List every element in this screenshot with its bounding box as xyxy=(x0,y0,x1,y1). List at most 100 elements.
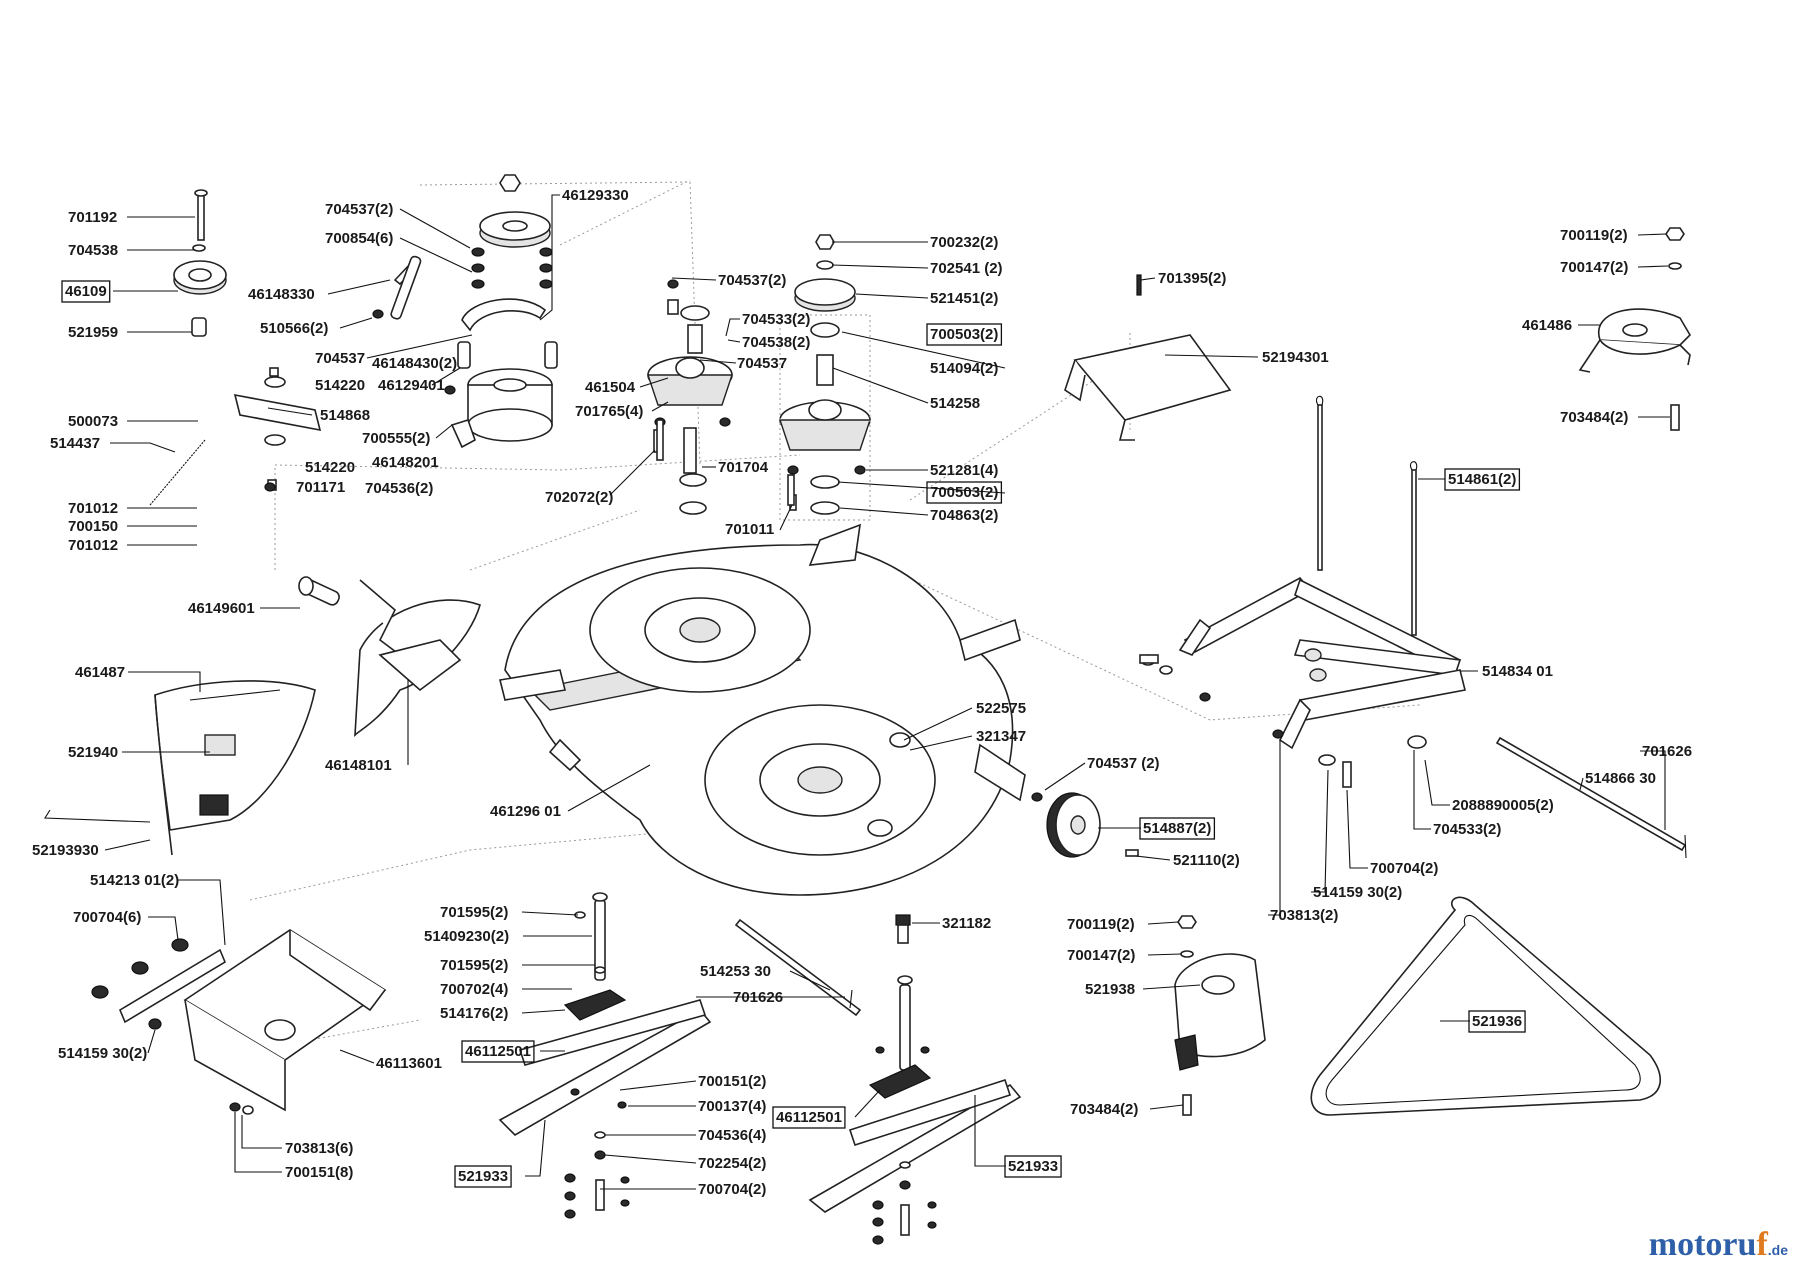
part-label: 522575 xyxy=(976,700,1026,717)
part-label: 514437 xyxy=(50,435,100,452)
part-label: 701192 xyxy=(68,209,117,226)
part-label: 700151(8) xyxy=(285,1164,353,1181)
part-label: 704533(2) xyxy=(742,311,810,328)
part-label: 321182 xyxy=(942,915,991,932)
part-label: 704863(2) xyxy=(930,507,998,524)
part-number-labels: 701192 704538 46109 521959 500073 514437… xyxy=(32,187,1692,1198)
part-label: 46109 xyxy=(65,283,107,300)
part-label: 700147(2) xyxy=(1067,947,1135,964)
part-label: 46112501 xyxy=(776,1109,842,1126)
part-label: 700702(4) xyxy=(440,981,508,998)
label-box xyxy=(461,1040,535,1063)
part-label: 701626 xyxy=(1642,743,1692,760)
part-label: 700147(2) xyxy=(1560,259,1628,276)
label-box xyxy=(454,1165,512,1188)
part-label: 704537(2) xyxy=(325,201,393,218)
bracket-46113601 xyxy=(91,929,387,1115)
part-label: 46129401 xyxy=(378,377,445,394)
part-label: 510566(2) xyxy=(260,320,328,337)
part-label: 700704(6) xyxy=(73,909,141,926)
part-label: 461296 01 xyxy=(490,803,561,820)
part-label: 702541 (2) xyxy=(930,260,1003,277)
idler-arm-bracket xyxy=(233,367,322,491)
part-label: 700232(2) xyxy=(930,234,998,251)
height-rods-514861 xyxy=(1316,395,1418,636)
brand-main: motoru xyxy=(1648,1226,1757,1263)
part-label: 700503(2) xyxy=(930,484,998,501)
part-label: 701171 xyxy=(296,479,345,496)
part-label: 700854(6) xyxy=(325,230,393,247)
part-label: 514220 xyxy=(315,377,365,394)
part-label: 701011 xyxy=(725,521,774,538)
part-label: 461487 xyxy=(75,664,125,681)
part-label: 514861(2) xyxy=(1448,471,1516,488)
part-label: 46148101 xyxy=(325,757,392,774)
part-label: 704536(2) xyxy=(365,480,433,497)
part-label: 702254(2) xyxy=(698,1155,766,1172)
spindle-cover-521938 xyxy=(1174,915,1266,1116)
part-label: 461486 xyxy=(1522,317,1572,334)
part-label: 701595(2) xyxy=(440,957,508,974)
part-label: 521933 xyxy=(1008,1158,1058,1175)
brand-accent: f xyxy=(1756,1226,1768,1263)
part-label: 52194301 xyxy=(1262,349,1329,366)
part-label: 521936 xyxy=(1472,1013,1522,1030)
brand-tld: .de xyxy=(1767,1242,1788,1258)
part-label: 700137(4) xyxy=(698,1098,766,1115)
part-label: 701012 xyxy=(68,537,118,554)
part-label: 521110(2) xyxy=(1173,852,1240,869)
part-label: 704537 xyxy=(737,355,787,372)
part-label: 514887(2) xyxy=(1143,820,1211,837)
part-label: 701765(4) xyxy=(575,403,643,420)
part-label: 704538 xyxy=(68,242,118,259)
part-label: 702072(2) xyxy=(545,489,613,506)
part-label: 521451(2) xyxy=(930,290,998,307)
rear-rod-514866 xyxy=(1495,736,1687,859)
part-label: 700151(2) xyxy=(698,1073,766,1090)
part-label: 461504 xyxy=(585,379,636,396)
part-label: 700704(2) xyxy=(1370,860,1438,877)
part-label: 521940 xyxy=(68,744,118,761)
part-label: 46148330 xyxy=(248,286,315,303)
chute-deflector-46148101 xyxy=(354,579,481,738)
part-label: 46112501 xyxy=(465,1043,531,1060)
part-drawings xyxy=(44,174,1692,1245)
part-label: 46148201 xyxy=(372,454,439,471)
part-label: 703813(2) xyxy=(1270,907,1338,924)
part-label: 700119(2) xyxy=(1560,227,1628,244)
label-box xyxy=(61,280,111,303)
part-label: 514159 30(2) xyxy=(1313,884,1402,901)
rod-514253 xyxy=(734,918,862,1017)
pin-46148330 xyxy=(372,255,422,320)
part-label: 701595(2) xyxy=(440,904,508,921)
part-label: 704533(2) xyxy=(1433,821,1501,838)
part-label: 521933 xyxy=(458,1168,508,1185)
part-label: 514220 xyxy=(305,459,355,476)
part-label: 701704 xyxy=(718,459,769,476)
blade-left-521933 xyxy=(498,892,712,1219)
part-label: 700503(2) xyxy=(930,326,998,343)
part-label: 514213 01(2) xyxy=(90,872,179,889)
blade-right-521933 xyxy=(808,975,1022,1245)
part-label: 500073 xyxy=(68,413,118,430)
part-label: 703484(2) xyxy=(1560,409,1628,426)
mower-deck-461296 xyxy=(499,523,1026,896)
part-label: 700119(2) xyxy=(1067,916,1135,933)
part-label: 46148430(2) xyxy=(372,355,457,372)
discharge-chute-461487 xyxy=(44,680,316,856)
part-label: 514176(2) xyxy=(440,1005,508,1022)
part-label: 51409230(2) xyxy=(424,928,509,945)
part-label: 700555(2) xyxy=(362,430,430,447)
idler-pulley-left xyxy=(173,189,227,337)
part-label: 514253 30 xyxy=(700,963,771,980)
part-label: 700704(2) xyxy=(698,1181,766,1198)
part-label: 704537 xyxy=(315,350,365,367)
part-label: 46149601 xyxy=(188,600,255,617)
v-belt-521936 xyxy=(1310,896,1662,1116)
tension-spring xyxy=(149,439,206,506)
spindle-housing-461504 xyxy=(647,279,733,515)
belt-cover-52194301 xyxy=(1064,274,1232,441)
bolt-321182 xyxy=(895,914,911,944)
part-label: 701395(2) xyxy=(1158,270,1226,287)
part-label: 703484(2) xyxy=(1070,1101,1138,1118)
